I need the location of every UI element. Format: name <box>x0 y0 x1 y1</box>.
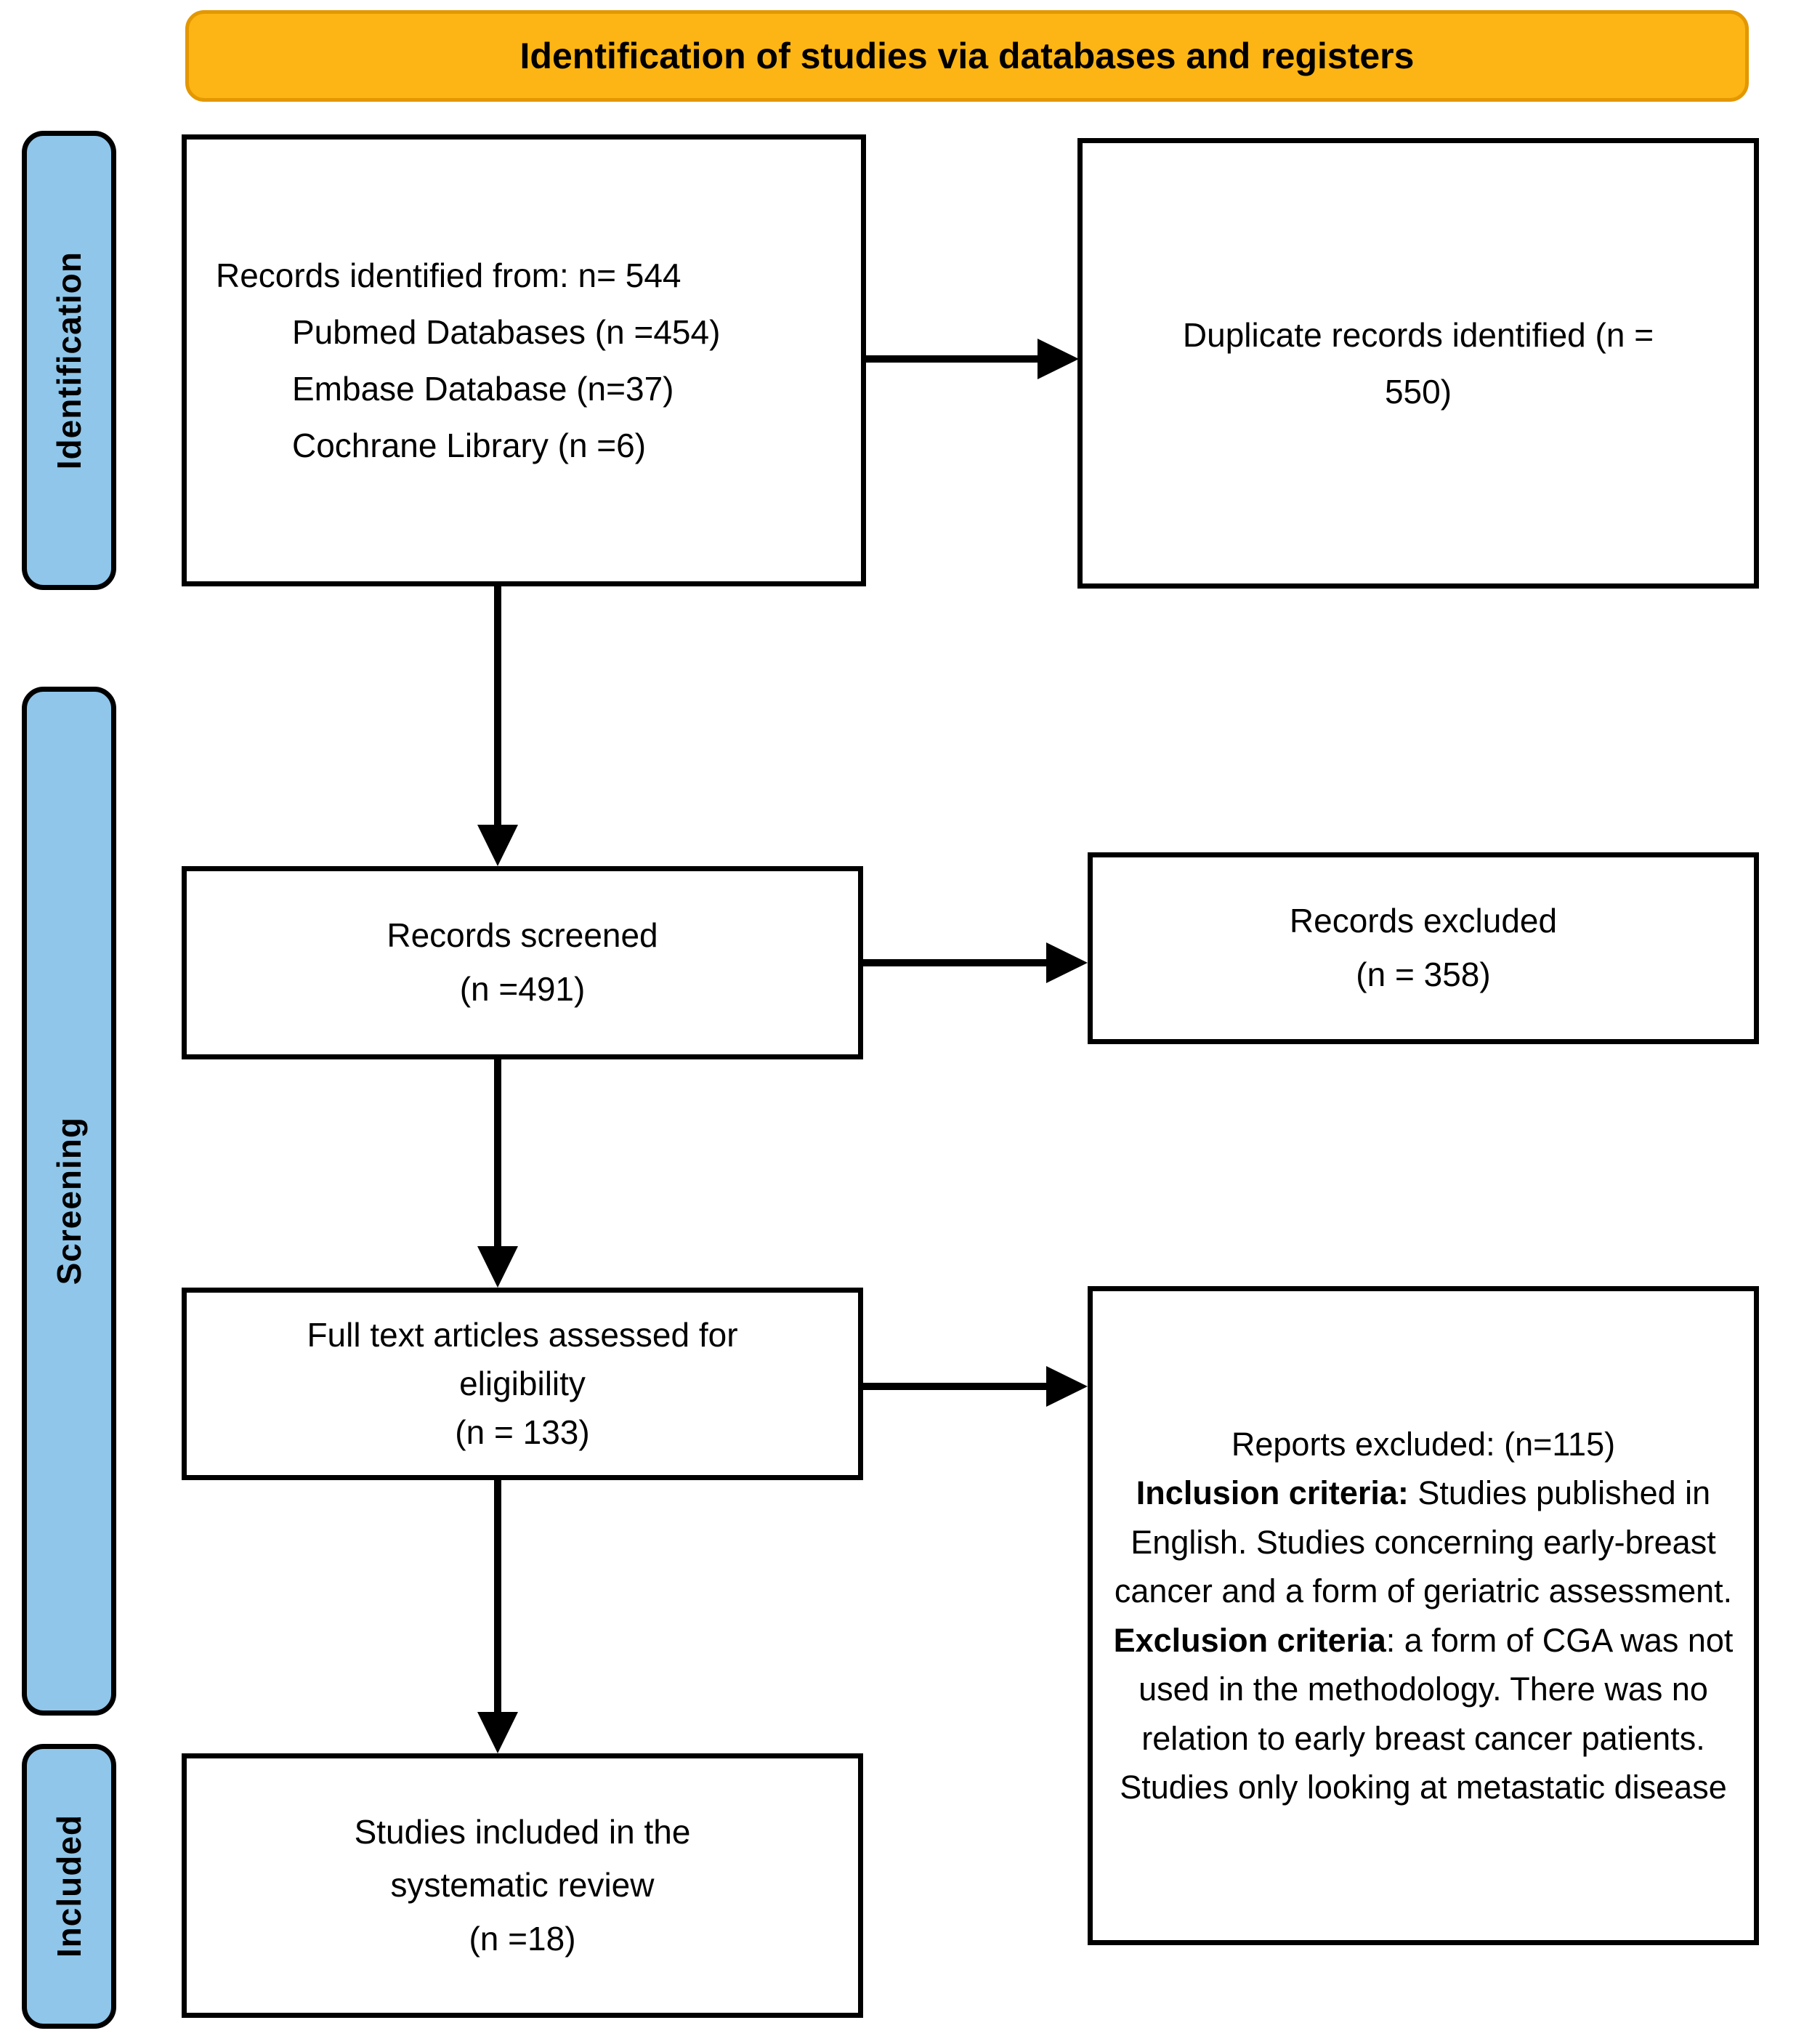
reports-excluded-inclusion: Inclusion criteria: Studies published in… <box>1112 1469 1735 1616</box>
reports-excluded-title: Reports excluded: (n=115) <box>1231 1425 1616 1463</box>
records-excluded-box: Records excluded (n = 358) <box>1088 852 1759 1044</box>
stage-label-included-text: Included <box>50 1814 88 1958</box>
inclusion-criteria-label: Inclusion criteria: <box>1136 1474 1409 1511</box>
stage-label-identification: Identification <box>22 131 116 590</box>
exclusion-criteria-label: Exclusion criteria <box>1113 1621 1386 1659</box>
fulltext-assessed-box: Full text articles assessed for eligibil… <box>182 1288 863 1480</box>
fulltext-assessed-count: (n = 133) <box>455 1413 590 1451</box>
arrow-line <box>863 1383 1051 1390</box>
records-identified-source-cochrane: Cochrane Library (n =6) <box>292 427 647 465</box>
records-identified-source-pubmed: Pubmed Databases (n =454) <box>292 312 721 351</box>
arrow-head-down-icon <box>477 1712 518 1753</box>
arrow-head-down-icon <box>477 825 518 866</box>
arrow-head-right-icon <box>1046 1366 1088 1407</box>
records-excluded-count: (n = 358) <box>1356 956 1491 993</box>
records-identified-source-embase: Embase Database (n=37) <box>292 370 674 408</box>
inclusion-criteria-text: Studies published in English. Studies co… <box>1114 1474 1733 1609</box>
reports-excluded-box: Reports excluded: (n=115) Inclusion crit… <box>1088 1286 1759 1945</box>
banner-title: Identification of studies via databases … <box>519 36 1415 76</box>
arrow-head-down-icon <box>477 1246 518 1288</box>
arrow-line <box>494 585 501 828</box>
arrow-line <box>866 355 1040 363</box>
studies-included-line2: systematic review <box>390 1866 655 1904</box>
exclusion-criteria-text: : a form of CGA was not used in the meth… <box>1120 1621 1734 1806</box>
arrow-line <box>494 1059 501 1250</box>
stage-label-screening-text: Screening <box>50 1117 88 1285</box>
arrow-head-right-icon <box>1038 339 1079 379</box>
reports-excluded-exclusion: Exclusion criteria: a form of CGA was no… <box>1112 1616 1735 1812</box>
records-screened-line: Records screened <box>387 916 658 955</box>
records-identified-box: Records identified from: n= 544 Pubmed D… <box>182 134 866 586</box>
studies-included-box: Studies included in the systematic revie… <box>182 1753 863 2018</box>
records-screened-count: (n =491) <box>459 970 586 1008</box>
studies-included-count: (n =18) <box>469 1919 576 1958</box>
duplicate-records-line: Duplicate records identified (n = <box>1182 315 1654 354</box>
stage-label-screening: Screening <box>22 687 116 1716</box>
stage-label-included: Included <box>22 1744 116 2029</box>
stage-label-identification-text: Identification <box>50 251 88 470</box>
arrow-line <box>863 959 1051 966</box>
fulltext-assessed-line2: eligibility <box>459 1365 586 1403</box>
arrow-head-right-icon <box>1046 942 1088 983</box>
duplicate-records-box: Duplicate records identified (n = 550) <box>1077 138 1759 589</box>
banner: Identification of studies via databases … <box>185 10 1749 102</box>
records-screened-box: Records screened (n =491) <box>182 866 863 1059</box>
records-identified-line: Records identified from: n= 544 <box>216 256 681 294</box>
fulltext-assessed-line1: Full text articles assessed for <box>307 1316 738 1354</box>
arrow-line <box>494 1480 501 1716</box>
records-excluded-line: Records excluded <box>1289 902 1558 940</box>
studies-included-line1: Studies included in the <box>354 1812 691 1851</box>
duplicate-records-count: 550) <box>1384 373 1452 411</box>
